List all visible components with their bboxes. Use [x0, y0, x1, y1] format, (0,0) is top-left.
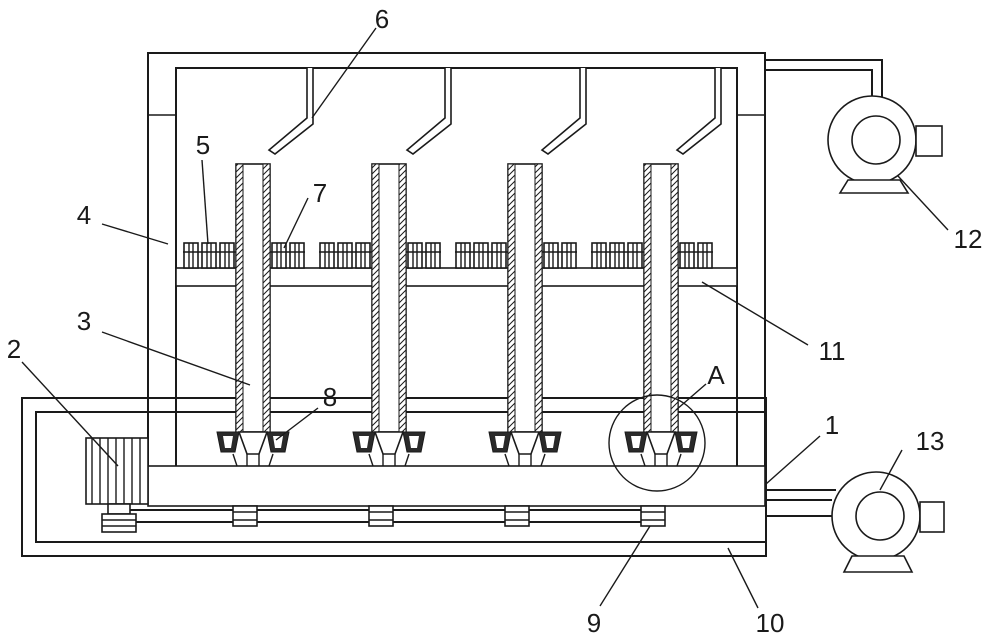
pulley — [232, 505, 258, 527]
bearing-block — [271, 242, 287, 269]
pulley — [504, 505, 530, 527]
fitting-leg — [640, 453, 646, 467]
fitting-cup-inner — [223, 436, 233, 448]
fitting-cone — [509, 431, 541, 455]
hooked-nozzle — [675, 68, 722, 155]
label-7: 7 — [313, 178, 327, 208]
leader-lines — [21, 27, 949, 609]
fitting-cup-inner — [359, 436, 369, 448]
bearing-block — [491, 242, 507, 269]
bearing-block — [455, 242, 471, 269]
bearing-blocks — [183, 242, 713, 269]
label-9: 9 — [587, 608, 601, 638]
label-12: 12 — [954, 224, 983, 254]
bearing-block — [697, 242, 713, 269]
fitting-leg — [676, 453, 682, 467]
pulley — [640, 505, 666, 527]
fitting-cup-inner — [273, 436, 283, 448]
hooked-nozzle — [405, 68, 452, 155]
bearing-block — [219, 242, 235, 269]
fitting-cone — [373, 431, 405, 455]
label-11: 11 — [819, 336, 846, 366]
bearing-block — [201, 242, 217, 269]
fitting-cone — [237, 431, 269, 455]
tube-wall-right — [262, 163, 271, 433]
label-8: 8 — [323, 382, 337, 412]
bearing-block — [407, 242, 423, 269]
tube-wall-left — [643, 163, 652, 433]
bearing-block — [561, 242, 577, 269]
detail-circle-a — [608, 394, 706, 492]
drive-motor — [85, 437, 149, 533]
label-5: 5 — [196, 130, 210, 160]
fitting-leg — [268, 453, 274, 467]
fitting-cup-inner — [631, 436, 641, 448]
label-10: 10 — [756, 608, 785, 638]
hooked-nozzle — [540, 68, 587, 155]
hooked-nozzles — [267, 68, 722, 155]
bearing-block — [609, 242, 625, 269]
pulley-belt-drive — [118, 505, 666, 527]
bearing-block — [591, 242, 607, 269]
base-plate — [147, 465, 766, 507]
label-6: 6 — [375, 4, 389, 34]
upper-pump — [765, 59, 943, 194]
tube-wall-right — [670, 163, 679, 433]
vertical-tubes — [216, 163, 698, 467]
tube-wall-left — [371, 163, 380, 433]
fitting-cup-inner — [545, 436, 555, 448]
fitting-cup-inner — [409, 436, 419, 448]
fitting-cup-inner — [495, 436, 505, 448]
tube-wall-left — [235, 163, 244, 433]
tube-wall-right — [398, 163, 407, 433]
tube-wall-right — [534, 163, 543, 433]
pulley — [368, 505, 394, 527]
bearing-block — [289, 242, 305, 269]
tube-wall-left — [507, 163, 516, 433]
label-4: 4 — [77, 200, 91, 230]
bearing-block — [425, 242, 441, 269]
fitting-leg — [232, 453, 238, 467]
fitting-leg — [540, 453, 546, 467]
label-3: 3 — [77, 306, 91, 336]
fitting-leg — [404, 453, 410, 467]
bearing-block — [319, 242, 335, 269]
bearing-block — [627, 242, 643, 269]
fitting-cone — [645, 431, 677, 455]
lower-pump — [765, 471, 945, 573]
hooked-nozzle — [267, 68, 314, 155]
fitting-leg — [504, 453, 510, 467]
bearing-block — [183, 242, 199, 269]
bearing-block — [543, 242, 559, 269]
label-a: A — [707, 360, 725, 390]
bearing-block — [355, 242, 371, 269]
bearing-block — [337, 242, 353, 269]
bearing-block — [679, 242, 695, 269]
bearing-block — [473, 242, 489, 269]
fitting-leg — [368, 453, 374, 467]
label-13: 13 — [916, 426, 945, 456]
label-2: 2 — [7, 334, 21, 364]
callout-labels: 6 5 7 4 3 2 8 A 1 11 12 13 9 10 — [7, 4, 983, 638]
fitting-cup-inner — [681, 436, 691, 448]
label-1: 1 — [825, 410, 839, 440]
